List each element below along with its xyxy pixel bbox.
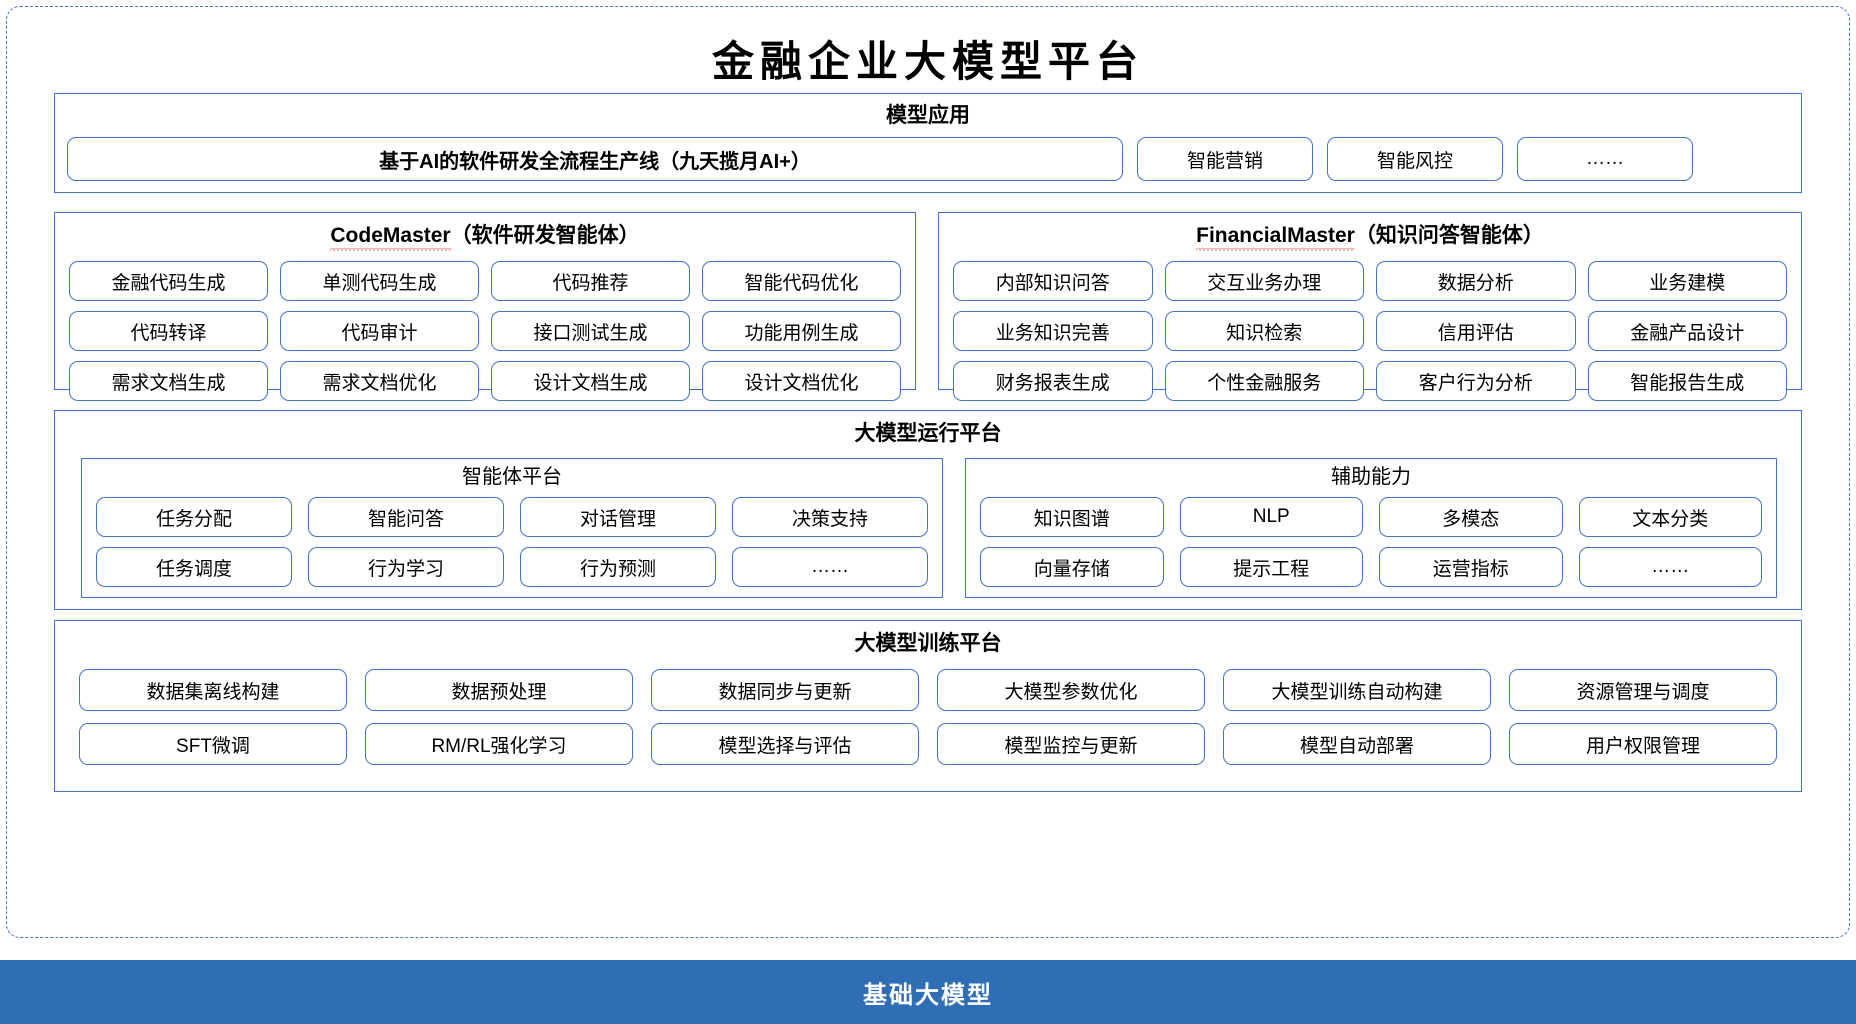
- fin-item-7[interactable]: 金融产品设计: [1587, 311, 1787, 351]
- train-item-0[interactable]: 数据集离线构建: [79, 669, 347, 711]
- aux-item-7[interactable]: ……: [1578, 547, 1762, 587]
- aux-item-0[interactable]: 知识图谱: [980, 497, 1164, 537]
- run-platform-panel: 大模型运行平台 智能体平台 任务分配 智能问答 对话管理 决策支持 任务调度 行…: [54, 410, 1802, 610]
- fin-item-6[interactable]: 信用评估: [1376, 311, 1576, 351]
- aux-item-2[interactable]: 多模态: [1379, 497, 1563, 537]
- train-item-10[interactable]: 模型自动部署: [1223, 723, 1491, 765]
- fin-item-2[interactable]: 数据分析: [1376, 261, 1576, 301]
- code-item-7[interactable]: 功能用例生成: [702, 311, 901, 351]
- fin-item-4[interactable]: 业务知识完善: [953, 311, 1153, 351]
- train-platform-title: 大模型训练平台: [854, 632, 1002, 655]
- code-item-10[interactable]: 设计文档生成: [491, 361, 690, 401]
- agent-item-4[interactable]: 任务调度: [96, 547, 292, 587]
- code-item-8[interactable]: 需求文档生成: [69, 361, 268, 401]
- aux-item-5[interactable]: 提示工程: [1179, 547, 1363, 587]
- code-item-4[interactable]: 代码转译: [69, 311, 268, 351]
- auxiliary-capability-title: 辅助能力: [1331, 466, 1411, 488]
- train-item-5[interactable]: 资源管理与调度: [1509, 669, 1777, 711]
- agent-platform-title: 智能体平台: [462, 466, 562, 488]
- diagram-outer-frame: [6, 6, 1850, 938]
- financial-master-title-suffix: （知识问答智能体）: [1354, 224, 1544, 247]
- model-application-panel: 模型应用 基于AI的软件研发全流程生产线（九天揽月AI+） 智能营销 智能风控 …: [54, 93, 1802, 193]
- fin-item-8[interactable]: 财务报表生成: [953, 361, 1153, 401]
- aux-item-4[interactable]: 向量存储: [980, 547, 1164, 587]
- app-item-more[interactable]: ……: [1517, 137, 1693, 181]
- train-item-9[interactable]: 模型监控与更新: [937, 723, 1205, 765]
- code-item-9[interactable]: 需求文档优化: [280, 361, 479, 401]
- fin-item-9[interactable]: 个性金融服务: [1164, 361, 1364, 401]
- code-master-title-suffix: （软件研发智能体）: [450, 224, 640, 247]
- agent-item-7[interactable]: ……: [732, 547, 928, 587]
- code-item-11[interactable]: 设计文档优化: [702, 361, 901, 401]
- code-master-title-main: CodeMaster: [330, 224, 451, 251]
- code-item-5[interactable]: 代码审计: [280, 311, 479, 351]
- financial-master-panel: FinancialMaster（知识问答智能体） 内部知识问答 交互业务办理 数…: [938, 212, 1802, 401]
- code-item-6[interactable]: 接口测试生成: [491, 311, 690, 351]
- fin-item-0[interactable]: 内部知识问答: [953, 261, 1153, 301]
- agent-platform-items: 任务分配 智能问答 对话管理 决策支持 任务调度 行为学习 行为预测 ……: [96, 497, 928, 587]
- code-master-title: CodeMaster（软件研发智能体）: [55, 224, 915, 251]
- foundation-model-bar: 基础大模型: [0, 960, 1856, 1024]
- financial-master-title-main: FinancialMaster: [1196, 224, 1355, 251]
- fin-item-3[interactable]: 业务建模: [1587, 261, 1787, 301]
- agent-item-0[interactable]: 任务分配: [96, 497, 292, 537]
- page-title: 金融企业大模型平台: [711, 37, 1144, 86]
- auxiliary-capability-panel: 辅助能力 知识图谱 NLP 多模态 文本分类 向量存储 提示工程 运营指标 ……: [965, 458, 1777, 598]
- agent-item-3[interactable]: 决策支持: [732, 497, 928, 537]
- train-platform-items: 数据集离线构建 数据预处理 数据同步与更新 大模型参数优化 大模型训练自动构建 …: [79, 669, 1777, 765]
- app-item-ai-pipeline[interactable]: 基于AI的软件研发全流程生产线（九天揽月AI+）: [67, 137, 1123, 181]
- run-platform-title: 大模型运行平台: [854, 422, 1002, 445]
- train-item-8[interactable]: 模型选择与评估: [651, 723, 919, 765]
- auxiliary-capability-items: 知识图谱 NLP 多模态 文本分类 向量存储 提示工程 运营指标 ……: [980, 497, 1762, 587]
- code-item-0[interactable]: 金融代码生成: [69, 261, 268, 301]
- agent-platform-panel: 智能体平台 任务分配 智能问答 对话管理 决策支持 任务调度 行为学习 行为预测…: [81, 458, 943, 598]
- model-application-items: 基于AI的软件研发全流程生产线（九天揽月AI+） 智能营销 智能风控 ……: [67, 137, 1791, 181]
- agent-item-5[interactable]: 行为学习: [308, 547, 504, 587]
- aux-item-1[interactable]: NLP: [1179, 497, 1363, 537]
- app-item-smart-risk-control[interactable]: 智能风控: [1327, 137, 1503, 181]
- fin-item-10[interactable]: 客户行为分析: [1376, 361, 1576, 401]
- code-item-3[interactable]: 智能代码优化: [702, 261, 901, 301]
- train-item-11[interactable]: 用户权限管理: [1509, 723, 1777, 765]
- train-item-7[interactable]: RM/RL强化学习: [365, 723, 633, 765]
- agent-item-1[interactable]: 智能问答: [308, 497, 504, 537]
- fin-item-5[interactable]: 知识检索: [1164, 311, 1364, 351]
- train-item-4[interactable]: 大模型训练自动构建: [1223, 669, 1491, 711]
- financial-master-title: FinancialMaster（知识问答智能体）: [939, 224, 1801, 251]
- agent-item-6[interactable]: 行为预测: [520, 547, 716, 587]
- agent-item-2[interactable]: 对话管理: [520, 497, 716, 537]
- model-application-title: 模型应用: [886, 104, 970, 127]
- aux-item-6[interactable]: 运营指标: [1379, 547, 1563, 587]
- code-item-2[interactable]: 代码推荐: [491, 261, 690, 301]
- train-item-2[interactable]: 数据同步与更新: [651, 669, 919, 711]
- train-item-6[interactable]: SFT微调: [79, 723, 347, 765]
- code-master-panel: CodeMaster（软件研发智能体） 金融代码生成 单测代码生成 代码推荐 智…: [54, 212, 916, 401]
- aux-item-3[interactable]: 文本分类: [1578, 497, 1762, 537]
- train-item-3[interactable]: 大模型参数优化: [937, 669, 1205, 711]
- code-master-items: 金融代码生成 单测代码生成 代码推荐 智能代码优化 代码转译 代码审计 接口测试…: [69, 261, 901, 401]
- code-item-1[interactable]: 单测代码生成: [280, 261, 479, 301]
- train-platform-panel: 大模型训练平台 数据集离线构建 数据预处理 数据同步与更新 大模型参数优化 大模…: [54, 620, 1802, 792]
- fin-item-1[interactable]: 交互业务办理: [1164, 261, 1364, 301]
- financial-master-items: 内部知识问答 交互业务办理 数据分析 业务建模 业务知识完善 知识检索 信用评估…: [953, 261, 1787, 401]
- foundation-model-label: 基础大模型: [863, 981, 993, 1009]
- train-item-1[interactable]: 数据预处理: [365, 669, 633, 711]
- app-item-smart-marketing[interactable]: 智能营销: [1137, 137, 1313, 181]
- fin-item-11[interactable]: 智能报告生成: [1587, 361, 1787, 401]
